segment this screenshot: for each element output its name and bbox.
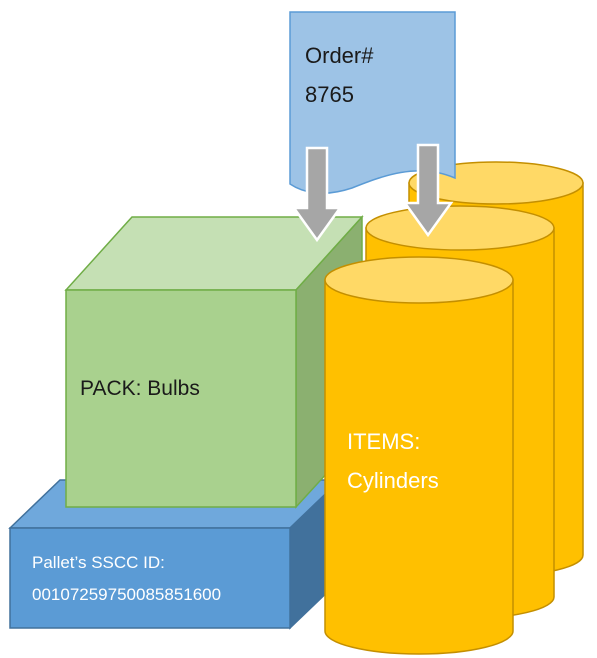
pack-label: PACK: Bulbs	[80, 377, 200, 400]
arrow-to-items	[402, 143, 454, 238]
arrow-down-icon	[402, 143, 454, 238]
cylinder-middle-top	[365, 205, 555, 251]
cylinder-front-top	[324, 256, 514, 304]
items-label-line1: ITEMS:	[347, 429, 420, 454]
pack-front	[65, 289, 297, 508]
pallet-front	[9, 527, 291, 629]
cylinder-front	[324, 256, 514, 655]
pallet-label-line2: 00107259750085851600	[32, 585, 221, 604]
pallet-label-line1: Pallet’s SSCC ID:	[32, 553, 165, 572]
pack-box	[64, 215, 364, 509]
items-label-line2: Cylinders	[347, 468, 439, 493]
cylinder-front-body	[324, 279, 514, 655]
order-label-line2: 8765	[305, 82, 354, 107]
arrow-to-pack	[291, 146, 343, 243]
order-document	[289, 11, 456, 194]
order-label-line1: Order#	[305, 43, 374, 68]
arrow-down-icon	[291, 146, 343, 243]
